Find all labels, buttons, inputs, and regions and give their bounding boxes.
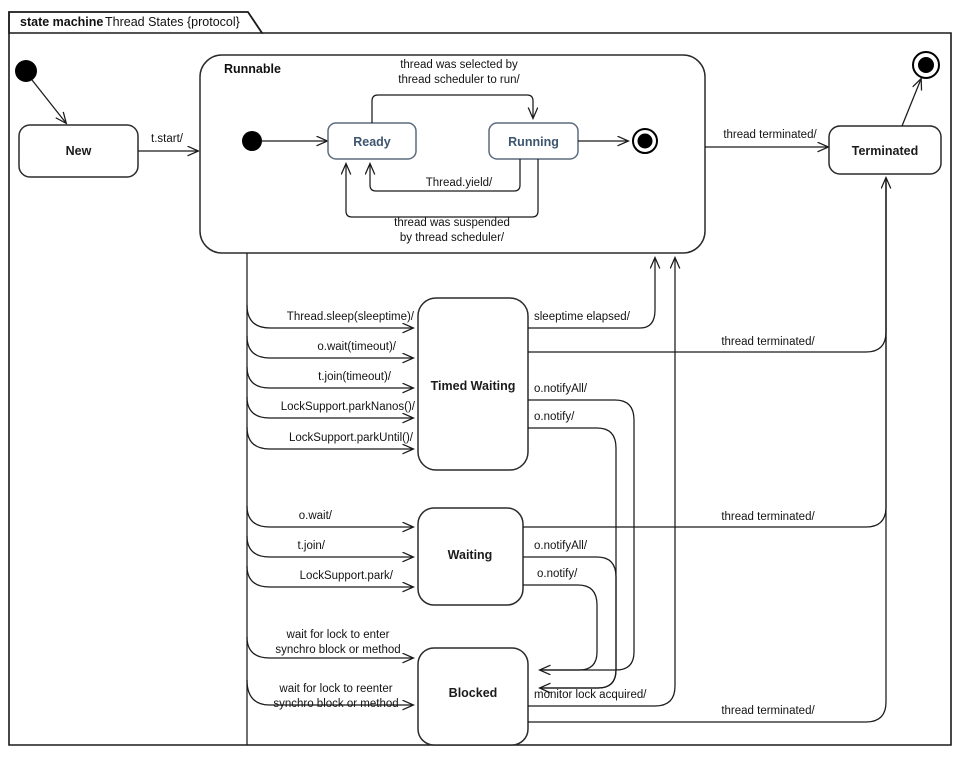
- state-terminated[interactable]: Terminated: [828, 125, 942, 175]
- label-park-until: LockSupport.parkUntil()/: [289, 432, 414, 444]
- edge-runnable-to-waiting-park: [246, 565, 413, 587]
- state-new[interactable]: New: [18, 124, 139, 178]
- edge-timed-waiting-to-runnable-elapsed: [528, 258, 655, 329]
- state-ready[interactable]: Ready: [327, 122, 417, 160]
- label-w-notify-all: o.notifyAll/: [534, 540, 588, 552]
- label-tw-notify: o.notify/: [534, 411, 575, 423]
- label-join-timeout: t.join(timeout)/: [318, 371, 392, 383]
- state-runnable[interactable]: Runnable: [199, 54, 706, 254]
- label-selected-line1: thread was selected by: [400, 59, 518, 71]
- edge-runnable-to-timed-waiting-join-timeout: [246, 366, 413, 388]
- edge-runnable-to-timed-waiting-park-nanos: [246, 396, 413, 418]
- label-terminated-bottom: thread terminated/: [721, 705, 815, 717]
- initial-state-node: [15, 60, 37, 82]
- label-suspended-line1: thread was suspended: [394, 217, 510, 229]
- state-ready-label: Ready: [353, 135, 391, 149]
- edge-runnable-to-blocked-enter: [246, 636, 413, 658]
- state-terminated-label: Terminated: [852, 144, 918, 158]
- edge-initial-to-new: [31, 79, 66, 123]
- label-reenter-lock-line2: synchro block or method: [273, 698, 398, 710]
- label-t-join: t.join/: [298, 540, 326, 552]
- edge-blocked-to-terminated: [528, 178, 887, 723]
- state-timed-waiting[interactable]: Timed Waiting: [417, 297, 529, 471]
- edge-blocked-to-runnable-monitor: [528, 258, 675, 707]
- frame-name-label: Thread States {protocol}: [105, 15, 240, 29]
- label-wait-timeout: o.wait(timeout)/: [317, 341, 396, 353]
- edge-waiting-to-blocked-notifyall: [523, 556, 617, 689]
- edge-waiting-to-blocked-notify: [523, 584, 598, 671]
- label-w-notify: o.notify/: [537, 568, 578, 580]
- state-runnable-label: Runnable: [224, 62, 281, 76]
- state-timed-waiting-label: Timed Waiting: [431, 379, 516, 393]
- label-o-wait: o.wait/: [299, 510, 333, 522]
- label-lock-support-park: LockSupport.park/: [300, 570, 394, 582]
- state-waiting-label: Waiting: [448, 548, 493, 562]
- label-monitor-acquired: monitor lock acquired/: [534, 689, 647, 701]
- state-waiting[interactable]: Waiting: [417, 507, 524, 606]
- state-blocked-label: Blocked: [449, 686, 498, 700]
- edge-runnable-to-timed-waiting-park-until: [246, 426, 413, 449]
- runnable-initial-node: [242, 131, 262, 151]
- edge-terminated-to-final: [901, 79, 921, 127]
- label-park-nanos: LockSupport.parkNanos()/: [281, 401, 416, 413]
- edge-running-to-ready-suspended: [346, 159, 539, 218]
- label-terminated-mid: thread terminated/: [721, 336, 815, 348]
- label-reenter-lock-line1: wait for lock to reenter: [278, 683, 392, 695]
- edge-runnable-to-waiting-join: [246, 535, 413, 557]
- state-running-label: Running: [508, 135, 559, 149]
- diagram-final-state: [912, 51, 940, 79]
- label-sleeptime-elapsed: sleeptime elapsed/: [534, 311, 631, 323]
- state-blocked[interactable]: Blocked: [417, 647, 529, 746]
- edge-runnable-to-blocked-reenter: [246, 679, 413, 705]
- edge-runnable-to-timed-waiting-wait-timeout: [246, 335, 413, 358]
- edge-runnable-to-timed-waiting-sleep: [246, 304, 413, 328]
- label-enter-lock-line2: synchro block or method: [275, 644, 400, 656]
- edge-ready-to-running: [371, 94, 533, 123]
- label-enter-lock-line1: wait for lock to enter: [286, 629, 390, 641]
- frame-kind-label: state machine: [20, 15, 103, 29]
- edge-timed-waiting-to-blocked-notifyall: [528, 399, 635, 670]
- edge-running-to-ready-yield: [370, 159, 521, 192]
- label-tw-notify-all: o.notifyAll/: [534, 383, 588, 395]
- label-thread-sleep: Thread.sleep(sleeptime)/: [287, 311, 415, 323]
- state-running[interactable]: Running: [488, 122, 579, 160]
- label-selected-line2: thread scheduler to run/: [398, 74, 520, 86]
- edge-runnable-to-waiting-wait: [246, 505, 413, 527]
- label-thread-yield: Thread.yield/: [426, 177, 493, 189]
- label-t-start: t.start/: [151, 133, 184, 145]
- state-new-label: New: [66, 144, 92, 158]
- label-terminated-top: thread terminated/: [723, 129, 817, 141]
- runnable-final-state: [632, 128, 658, 154]
- label-suspended-line2: by thread scheduler/: [400, 232, 505, 244]
- label-terminated-low: thread terminated/: [721, 511, 815, 523]
